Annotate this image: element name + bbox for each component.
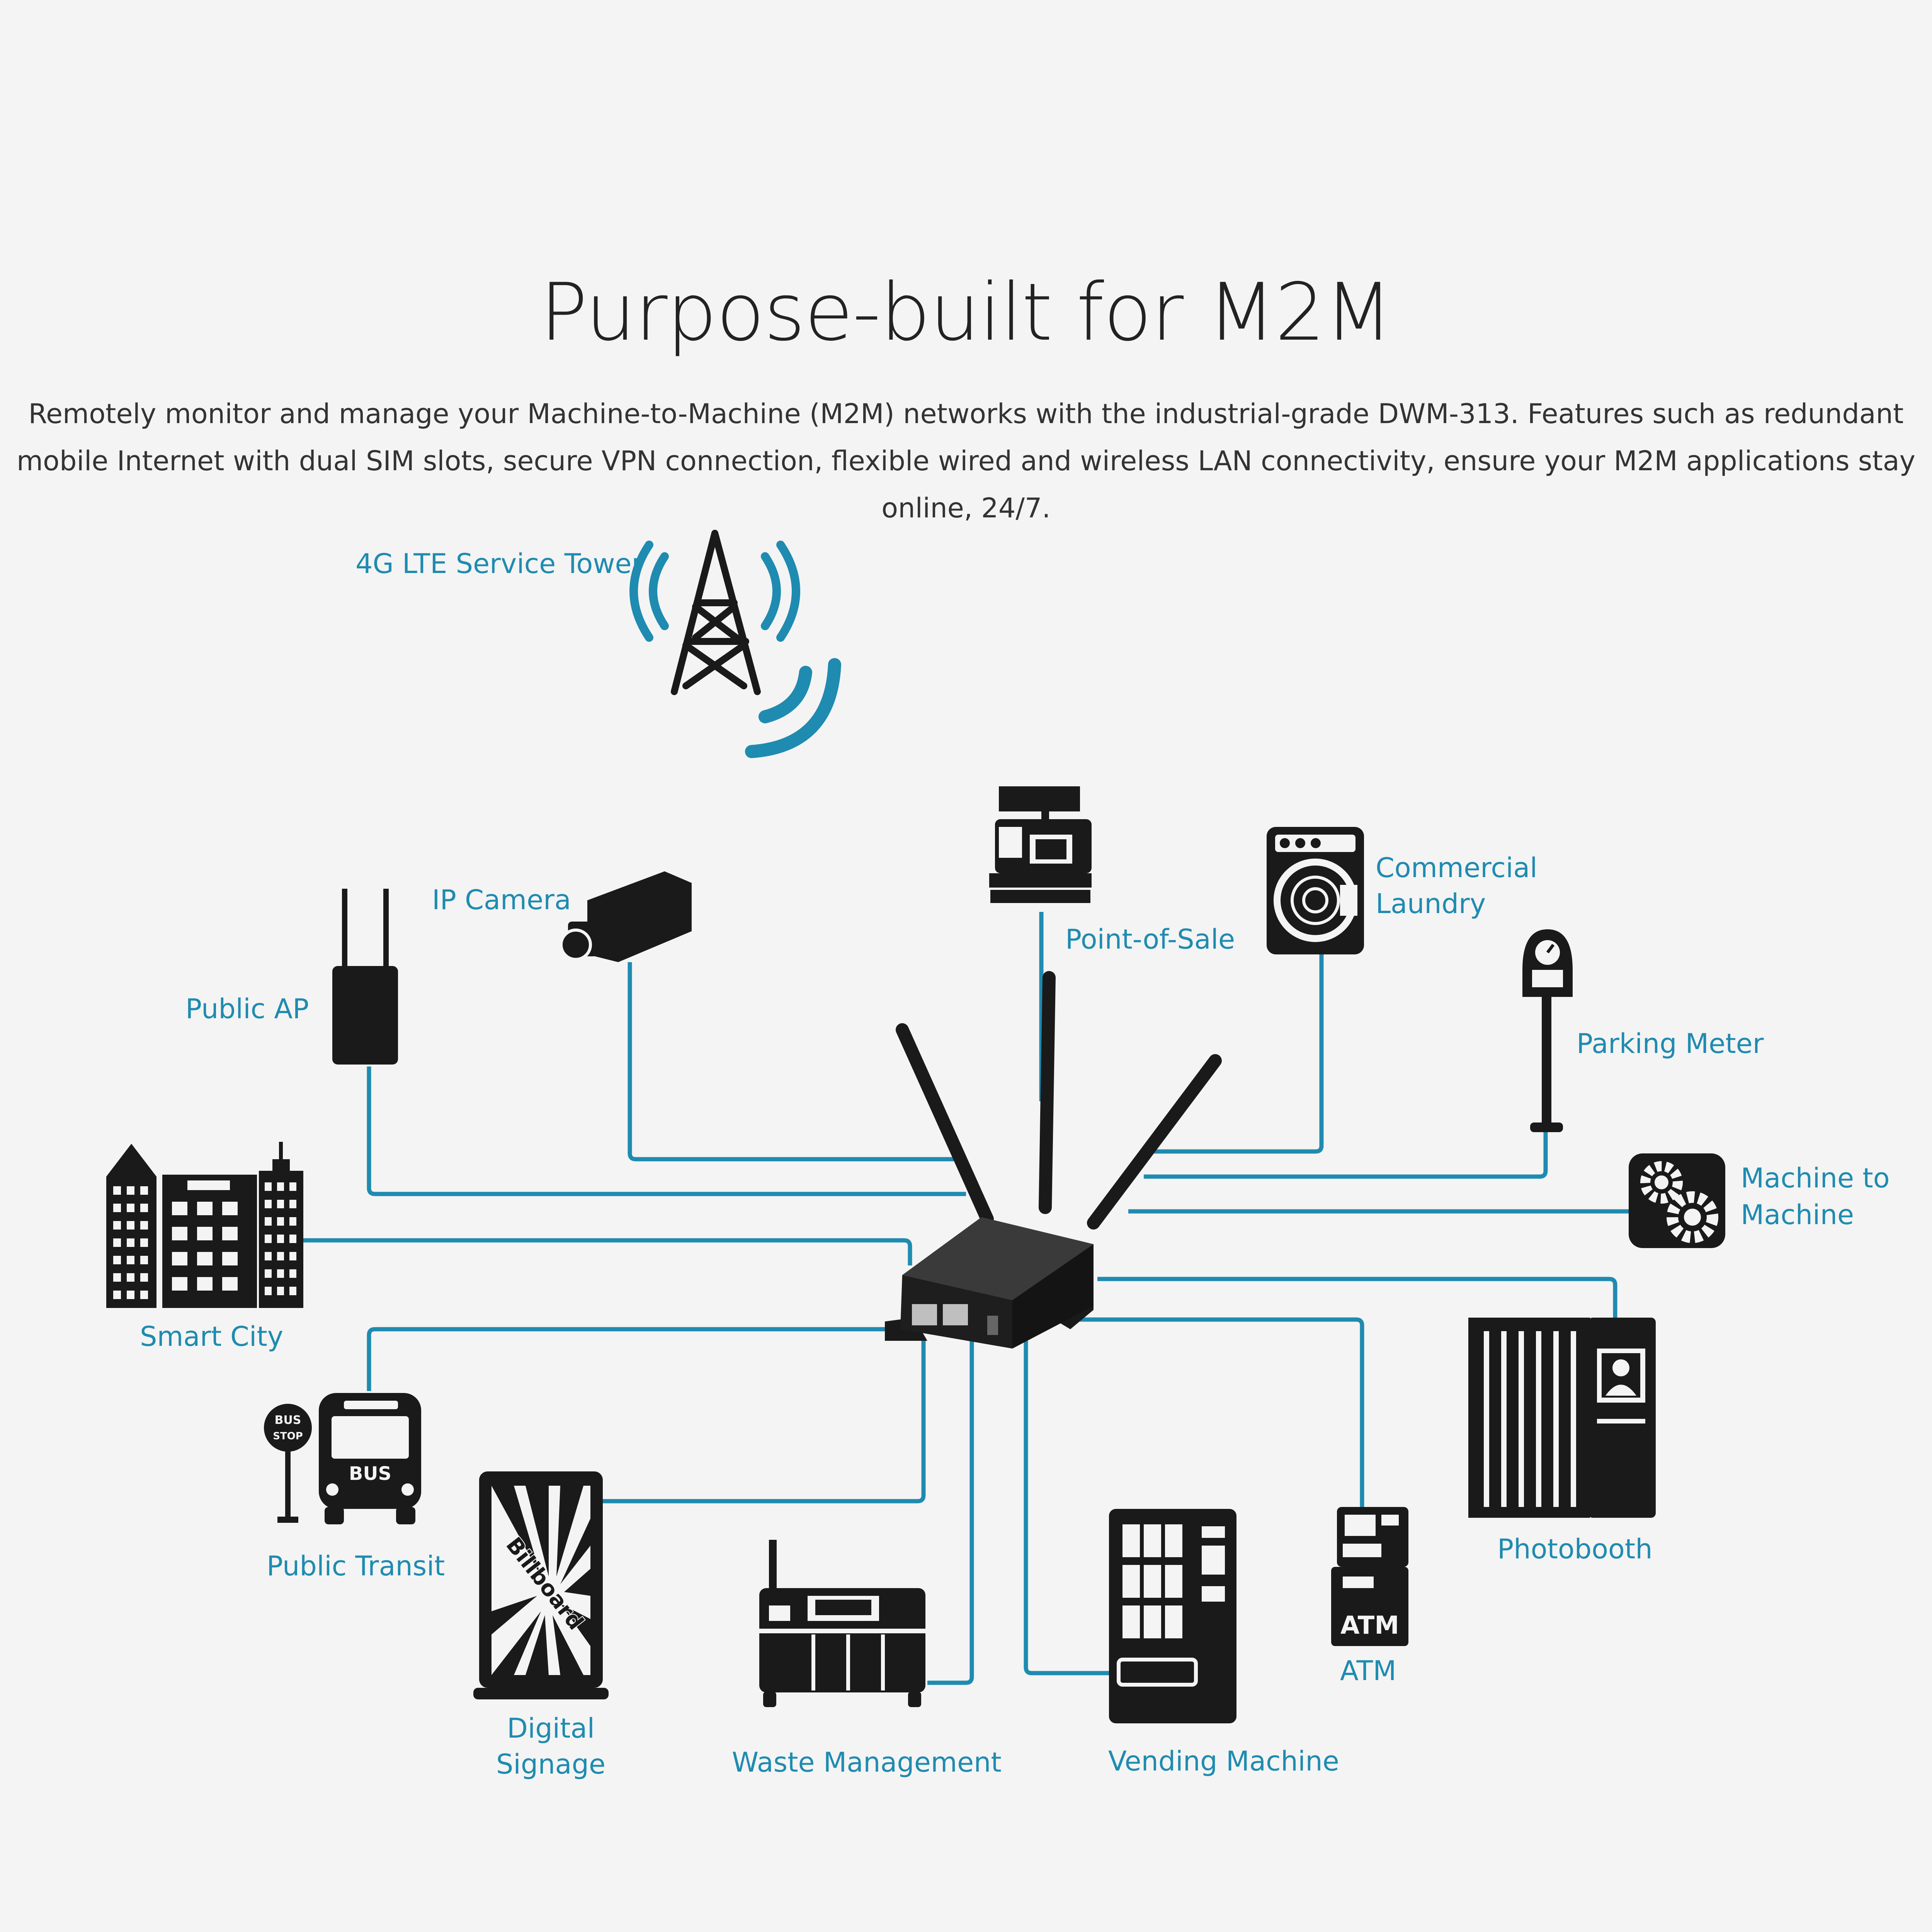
wire-laundry <box>1144 954 1324 1154</box>
digital-signage-label-line1: Digital <box>507 1713 595 1744</box>
washing-machine-icon <box>1267 827 1364 954</box>
m2m-label-line1: Machine to <box>1741 1162 1890 1194</box>
city-buildings-icon <box>106 1142 303 1308</box>
wire-public-ap <box>367 1066 966 1196</box>
vending-machine-icon <box>1109 1509 1236 1723</box>
page-title: Purpose-built for M2M <box>540 267 1393 359</box>
bus-icon: BUS STOP BUS <box>264 1393 421 1524</box>
public-ap-label: Public AP <box>185 993 309 1025</box>
digital-signage-label-line2: Signage <box>496 1748 605 1780</box>
point-of-sale-label: Point-of-Sale <box>1065 923 1235 955</box>
photobooth-icon <box>1468 1318 1656 1518</box>
photobooth-label: Photobooth <box>1497 1533 1653 1565</box>
cash-register-icon <box>988 786 1093 905</box>
bus-stop-sign-text-1: BUS <box>275 1413 301 1427</box>
gears-icon <box>1629 1153 1725 1248</box>
ip-camera-label: IP Camera <box>432 884 571 916</box>
bus-stop-sign-text-2: STOP <box>273 1430 303 1442</box>
wire-photobooth <box>1097 1277 1617 1318</box>
wire-atm <box>1066 1317 1364 1507</box>
waste-management-label: Waste Management <box>732 1747 1002 1778</box>
access-point-icon <box>332 889 398 1065</box>
router-icon <box>885 971 1222 1349</box>
connection-lines <box>303 912 1629 1685</box>
vending-machine-label: Vending Machine <box>1108 1745 1339 1777</box>
atm-icon: ATM <box>1331 1507 1408 1646</box>
billboard-icon: Billboard <box>473 1471 609 1699</box>
laundry-label-line2: Laundry <box>1376 888 1486 920</box>
bus-text: BUS <box>349 1463 391 1485</box>
laundry-label-line1: Commercial <box>1376 852 1537 884</box>
wire-vending <box>1024 1341 1111 1675</box>
atm-icon-text: ATM <box>1340 1611 1399 1640</box>
wire-smart-city <box>303 1238 912 1265</box>
parking-meter-icon <box>1522 929 1573 1132</box>
wire-public-transit <box>367 1327 902 1391</box>
smart-city-label: Smart City <box>140 1321 283 1352</box>
camera-icon <box>560 871 692 962</box>
waste-container-icon <box>759 1540 925 1707</box>
m2m-label-line2: Machine <box>1741 1199 1854 1231</box>
wire-ip-camera <box>628 962 958 1162</box>
cell-tower-icon <box>629 530 841 758</box>
wire-parking-meter <box>1144 1132 1548 1179</box>
parking-meter-label: Parking Meter <box>1577 1028 1764 1060</box>
public-transit-label: Public Transit <box>267 1550 445 1582</box>
wire-digital-signage <box>601 1341 926 1503</box>
atm-label: ATM <box>1340 1655 1396 1687</box>
page-description: Remotely monitor and manage your Machine… <box>16 398 1916 524</box>
wire-waste <box>927 1341 974 1685</box>
tower-label: 4G LTE Service Tower <box>355 548 643 580</box>
